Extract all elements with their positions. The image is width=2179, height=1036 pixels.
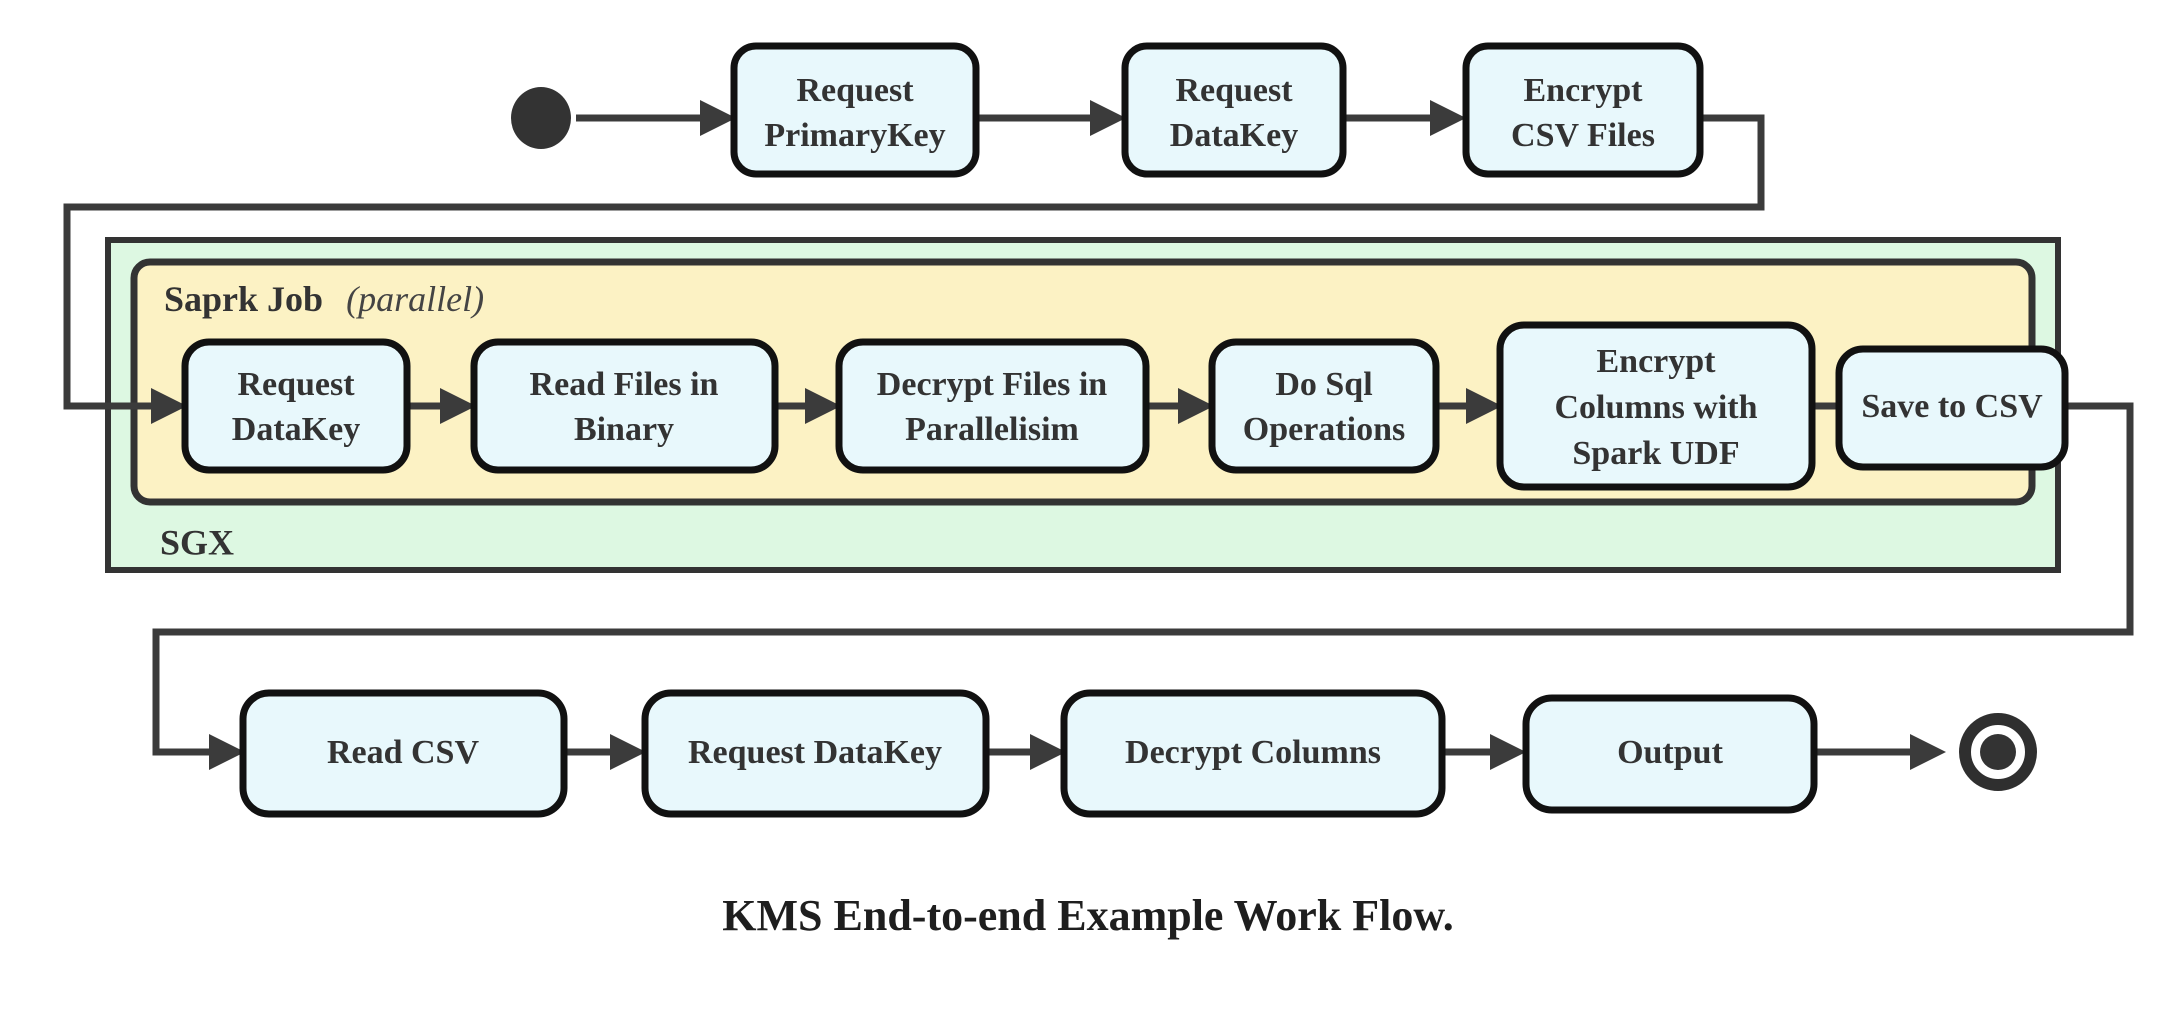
edge-save-to-csv-to-read-csv xyxy=(152,402,2134,756)
node-do-sql-operations-rect[interactable] xyxy=(1208,338,1440,474)
arrowhead-decrypt-columns-to-output xyxy=(1490,734,1526,770)
node-decrypt-files-in-parallelisim-line-1: Decrypt Files in xyxy=(877,366,1107,403)
node-request-datakey-mid[interactable]: Request DataKey xyxy=(181,338,411,474)
arrowhead-request-datakey-to-encrypt-csv-files xyxy=(1430,100,1466,136)
node-read-csv-rect[interactable] xyxy=(239,689,568,818)
start-node xyxy=(511,87,571,149)
node-encrypt-columns-with-spark-udf[interactable]: Encrypt Columns with Spark UDF xyxy=(1496,321,1816,491)
node-request-primarykey-line-1: Request xyxy=(796,72,914,109)
node-read-files-in-binary-line-1: Read Files in xyxy=(530,366,719,403)
node-encrypt-csv-files[interactable]: Encrypt CSV Files xyxy=(1462,42,1704,178)
node-read-csv-label: Read CSV xyxy=(327,734,480,771)
node-request-datakey-mid-line-1: Request xyxy=(237,366,355,403)
node-encrypt-csv-files-rect[interactable] xyxy=(1462,42,1704,178)
node-decrypt-files-in-parallelisim-line-2: Parallelisim xyxy=(905,411,1079,448)
node-request-primarykey-rect[interactable] xyxy=(730,42,980,178)
node-encrypt-columns-with-spark-udf-line-1: Encrypt xyxy=(1597,343,1717,380)
edge-encrypt-csv-files-to-request-datakey-mid xyxy=(63,114,1765,410)
arrowhead-save-to-csv-to-read-csv xyxy=(209,734,245,770)
node-save-to-csv-label: Save to CSV xyxy=(1861,388,2043,425)
spark-job-container-label: Saprk Job (parallel) xyxy=(164,279,484,319)
node-decrypt-files-in-parallelisim[interactable]: Decrypt Files in Parallelisim xyxy=(835,338,1150,474)
node-decrypt-files-in-parallelisim-rect[interactable] xyxy=(835,338,1150,474)
node-output[interactable]: Output xyxy=(1522,694,1818,814)
node-request-datakey-top-line-1: Request xyxy=(1175,72,1293,109)
node-request-datakey-top[interactable]: Request DataKey xyxy=(1121,42,1347,178)
node-encrypt-columns-with-spark-udf-line-3: Spark UDF xyxy=(1572,435,1739,472)
node-request-datakey-bottom-rect[interactable] xyxy=(641,689,990,818)
arrowhead-encrypt-csv-files-to-request-datakey-mid xyxy=(151,388,187,424)
arrowhead-request-datakey-bottom-to-decrypt-columns xyxy=(1030,734,1066,770)
node-request-datakey-bottom-label: Request DataKey xyxy=(688,734,942,771)
node-output-label: Output xyxy=(1617,734,1723,771)
node-encrypt-csv-files-line-2: CSV Files xyxy=(1511,117,1655,154)
end-node xyxy=(1959,713,2037,791)
node-read-files-in-binary-line-2: Binary xyxy=(574,411,674,448)
node-request-datakey-bottom[interactable]: Request DataKey xyxy=(641,689,990,818)
arrowhead-decrypt-files-to-do-sql xyxy=(1178,388,1214,424)
node-do-sql-operations-line-1: Do Sql xyxy=(1275,366,1372,403)
node-read-csv[interactable]: Read CSV xyxy=(239,689,568,818)
node-request-datakey-top-line-2: DataKey xyxy=(1170,117,1298,154)
node-decrypt-columns[interactable]: Decrypt Columns xyxy=(1060,689,1446,818)
node-save-to-csv[interactable]: Save to CSV xyxy=(1835,345,2069,471)
arrowhead-output-to-end xyxy=(1910,734,1946,770)
node-decrypt-columns-rect[interactable] xyxy=(1060,689,1446,818)
node-do-sql-operations[interactable]: Do Sql Operations xyxy=(1208,338,1440,474)
node-request-primarykey[interactable]: Request PrimaryKey xyxy=(730,42,980,178)
node-decrypt-columns-label: Decrypt Columns xyxy=(1125,734,1381,771)
node-do-sql-operations-line-2: Operations xyxy=(1243,411,1405,448)
edges-group xyxy=(63,100,2134,770)
diagram-caption: KMS End-to-end Example Work Flow. xyxy=(722,891,1453,940)
node-request-datakey-mid-line-2: DataKey xyxy=(232,411,360,448)
node-encrypt-columns-with-spark-udf-line-2: Columns with xyxy=(1554,389,1757,426)
arrowhead-start-to-request-primarykey xyxy=(700,100,736,136)
end-node-inner-dot xyxy=(1980,734,2016,770)
arrowhead-read-files-to-decrypt-files xyxy=(805,388,841,424)
arrowhead-read-csv-to-request-datakey-bottom xyxy=(610,734,646,770)
node-read-files-in-binary-rect[interactable] xyxy=(470,338,779,474)
node-output-rect[interactable] xyxy=(1522,694,1818,814)
node-save-to-csv-rect[interactable] xyxy=(1835,345,2069,471)
node-read-files-in-binary[interactable]: Read Files in Binary xyxy=(470,338,779,474)
spark-job-qualifier-word: parallel xyxy=(355,279,472,319)
node-encrypt-csv-files-line-1: Encrypt xyxy=(1524,72,1644,109)
sgx-container-label: SGX xyxy=(160,522,234,562)
start-node-dot xyxy=(511,87,571,149)
node-request-primarykey-line-2: PrimaryKey xyxy=(764,117,945,154)
node-request-datakey-top-rect[interactable] xyxy=(1121,42,1347,178)
spark-job-label-text: Saprk Job xyxy=(164,279,323,319)
node-encrypt-columns-with-spark-udf-rect[interactable] xyxy=(1496,321,1816,491)
arrowhead-do-sql-to-encrypt-columns xyxy=(1466,388,1502,424)
node-request-datakey-mid-rect[interactable] xyxy=(181,338,411,474)
arrowhead-request-primarykey-to-request-datakey xyxy=(1090,100,1126,136)
spark-job-qualifier-open: ( xyxy=(346,279,360,319)
spark-job-qualifier-close: ) xyxy=(470,279,484,319)
arrowhead-request-datakey-mid-to-read-files xyxy=(440,388,476,424)
